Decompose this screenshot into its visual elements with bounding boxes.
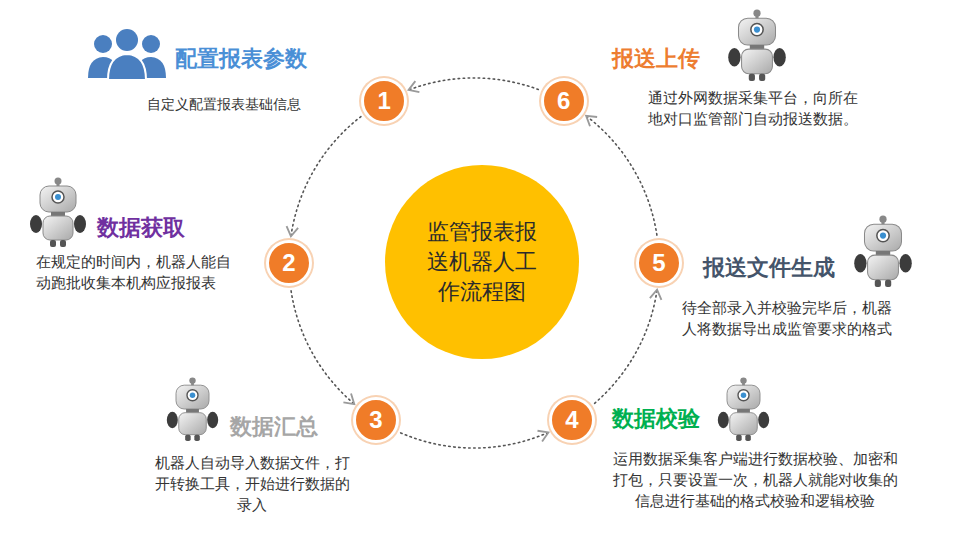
step-number: 3: [369, 408, 382, 432]
step-number: 2: [282, 251, 295, 275]
step-title: 报送文件生成: [703, 255, 835, 281]
step-description: 待全部录入并校验完毕后，机器人将数据导出成监管要求的格式: [682, 298, 898, 340]
step-number: 4: [565, 408, 578, 432]
step-title: 报送上传: [612, 46, 700, 72]
robot-icon: [167, 377, 218, 441]
step-number: 5: [652, 251, 665, 275]
step-description: 自定义配置报表基础信息: [147, 95, 337, 115]
step-number-circle: 2: [266, 240, 312, 286]
step-description: 运用数据采集客户端进行数据校验、加密和打包，只要设置一次，机器人就能对收集的信息…: [608, 449, 902, 512]
robot-icon: [728, 10, 786, 81]
flow-arc: [410, 78, 539, 90]
step-title: 数据汇总: [230, 414, 318, 440]
step-description: 机器人自动导入数据文件，打开转换工具，开始进行数据的录入: [152, 453, 352, 516]
flow-arc: [291, 291, 353, 403]
robot-icon: [718, 377, 769, 441]
robot-icon: [30, 178, 86, 248]
flow-arc: [587, 117, 657, 236]
step-number: 1: [378, 89, 391, 113]
step-title: 数据获取: [97, 215, 185, 241]
step-number-circle: 5: [636, 240, 682, 286]
step-number-circle: 1: [361, 78, 407, 124]
step-number-circle: 6: [541, 78, 587, 124]
center-circle: 监管报表报送机器人工作流程图: [385, 165, 579, 359]
step-description: 通过外网数据采集平台，向所在地对口监管部门自动报送数据。: [648, 88, 864, 130]
flow-arc: [401, 433, 548, 448]
center-title: 监管报表报送机器人工作流程图: [426, 217, 538, 306]
robot-icon: [854, 216, 912, 287]
step-number-circle: 3: [353, 397, 399, 443]
step-title: 数据校验: [612, 406, 700, 432]
flow-arc: [595, 291, 657, 403]
people-icon: [88, 29, 166, 80]
step-number: 6: [557, 89, 570, 113]
flow-arc: [291, 117, 361, 236]
step-description: 在规定的时间内，机器人能自动跑批收集本机构应报报表: [36, 252, 236, 294]
step-title: 配置报表参数: [175, 46, 307, 72]
step-number-circle: 4: [549, 397, 595, 443]
